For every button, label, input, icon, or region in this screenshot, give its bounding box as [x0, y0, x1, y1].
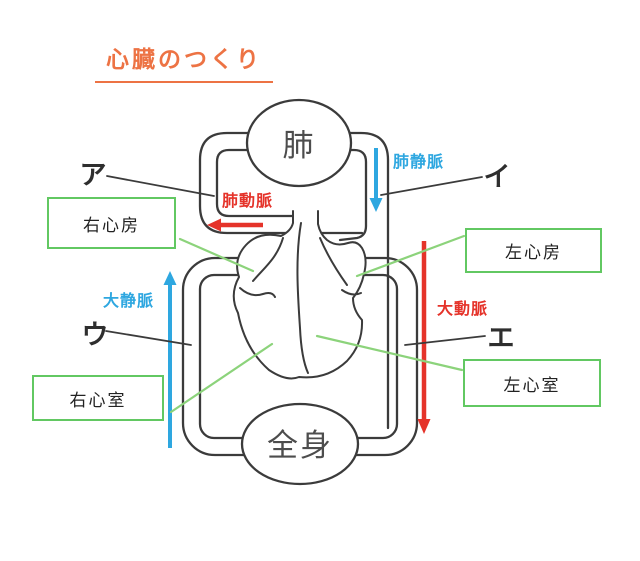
pulmonary-circuit-outer [198, 131, 390, 430]
right-ventricle-box: 右心室 [32, 375, 164, 421]
page-title: 心臓のつくり [95, 40, 273, 83]
left-ventricle-box: 左心室 [463, 359, 601, 407]
vessel-labels: 肺動脈 肺静脈 大静脈 大動脈 [103, 152, 488, 318]
pulmonary-artery-label: 肺動脈 [222, 191, 273, 210]
vena-cava-arrowhead [163, 271, 177, 285]
left-atrium-leader [355, 234, 466, 278]
option-u-pointer [105, 330, 192, 346]
vena-cava-label: 大静脈 [103, 291, 154, 310]
option-a-label: ア [80, 160, 107, 190]
lungs-label: 肺 [283, 128, 316, 163]
heart-body-fill [233, 211, 366, 379]
left-atrium-inner-wall [319, 237, 348, 286]
pulmonary-vein-label: 肺静脈 [393, 152, 444, 171]
option-u-label: ウ [82, 320, 109, 350]
option-a-pointer [106, 175, 215, 197]
left-ventricle-box-label: 左心室 [503, 375, 561, 395]
heart-outline [232, 210, 367, 380]
right-ventricle-leader [169, 342, 274, 414]
option-letters: ア イ ウ エ [80, 160, 515, 353]
heart-septum [296, 222, 309, 374]
lungs-oval [245, 98, 353, 188]
right-atrium-box: 右心房 [47, 197, 176, 249]
left-atrium-box-label: 左心房 [505, 243, 562, 262]
pulmonary-artery-arrowhead [207, 218, 221, 232]
right-atrium-leader [178, 237, 255, 273]
left-ventricle-leader [315, 334, 464, 372]
pulmonary-vein-arrowhead [369, 198, 383, 212]
chamber-leader-lines [169, 234, 466, 414]
right-atrium-box-label: 右心房 [83, 215, 140, 235]
organs: 肺 全身 [240, 98, 360, 486]
option-i-label: イ [484, 162, 511, 192]
body-oval [240, 402, 360, 486]
aorta-arrowhead [417, 419, 431, 434]
option-e-pointer [404, 335, 486, 346]
right-atrium-inner-wall [252, 237, 284, 282]
body-label: 全身 [267, 428, 333, 463]
heart [232, 210, 367, 380]
aorta-label: 大動脈 [437, 299, 488, 318]
option-e-label: エ [488, 323, 515, 353]
right-atrium-valve-notch [239, 287, 276, 298]
flow-arrows [163, 148, 431, 448]
right-ventricle-box-label: 右心室 [69, 390, 127, 410]
left-atrium-box: 左心房 [465, 228, 602, 273]
left-atrium-valve-notch [341, 289, 362, 296]
option-i-pointer [380, 176, 483, 196]
